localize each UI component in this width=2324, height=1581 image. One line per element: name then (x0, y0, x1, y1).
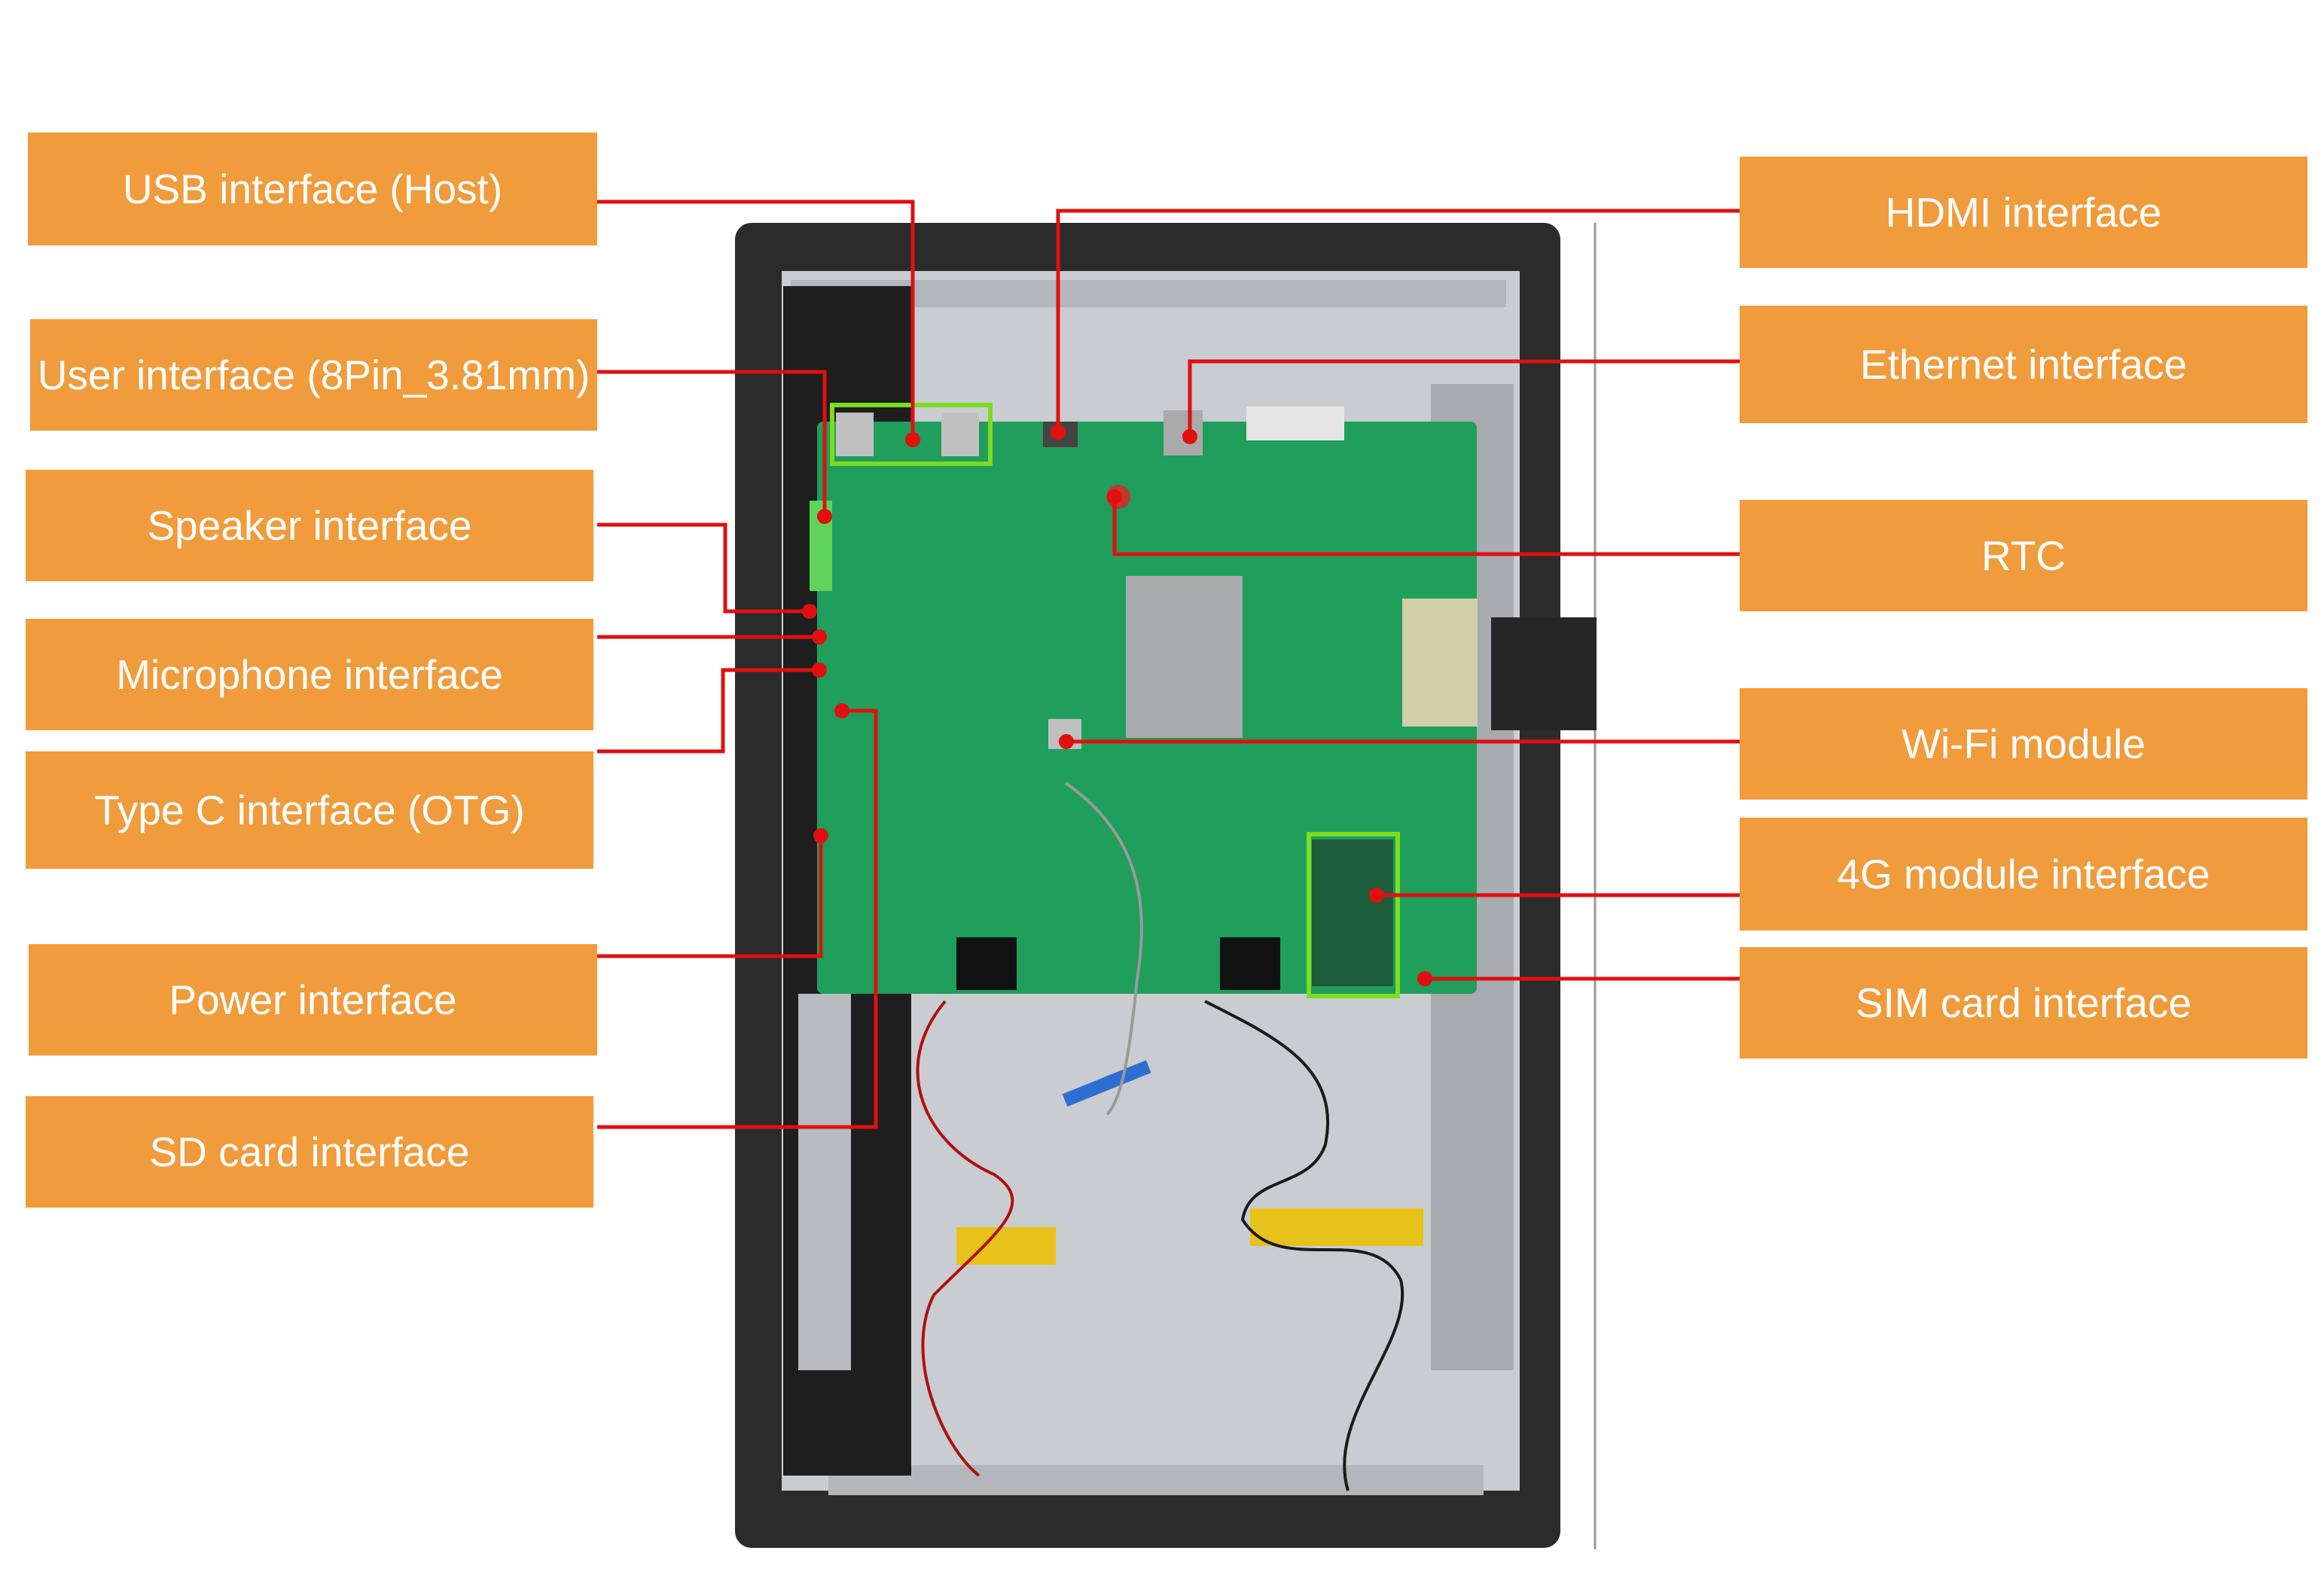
capacitor-bank-1 (956, 937, 1017, 990)
dot-sim (1417, 971, 1432, 986)
dot-wifi (1059, 734, 1074, 749)
leader-rtc (1112, 497, 1740, 556)
leader-lines-right (1056, 209, 1740, 981)
leader-sd (597, 708, 878, 1129)
mini-pcie-slot (1402, 599, 1478, 727)
leader-user-interface (597, 370, 827, 516)
dot-rtc (1107, 489, 1122, 504)
leader-type-c (597, 668, 819, 754)
label-power: Power interface (29, 944, 597, 1056)
antenna (1062, 1060, 1151, 1107)
lvds-connector (1246, 407, 1344, 440)
leader-ethernet (1188, 359, 1740, 437)
usb-port-2 (941, 413, 979, 456)
usb-port-1 (836, 413, 874, 456)
ribbon-cable (1491, 617, 1597, 730)
leader-dots-right (1051, 425, 1432, 986)
label-sim-card: SIM card interface (1740, 947, 2307, 1059)
label-speaker: Speaker interface (26, 470, 593, 581)
dot-sd (834, 703, 849, 718)
dot-type-c (812, 663, 827, 678)
label-hdmi: HDMI interface (1740, 157, 2307, 268)
label-ethernet: Ethernet interface (1740, 306, 2307, 423)
label-4g-module: 4G module interface (1740, 818, 2307, 931)
mic-wire (1204, 1000, 1404, 1491)
label-microphone: Microphone interface (26, 619, 593, 730)
dot-4g (1369, 888, 1384, 903)
dot-usb (905, 432, 920, 447)
soc-shield (1126, 576, 1243, 738)
tape-right (1250, 1208, 1423, 1246)
leader-hdmi (1056, 209, 1740, 432)
leader-lines-left (597, 200, 915, 1129)
label-user-interface: User interface (8Pin_3.81mm) (30, 319, 597, 431)
ethernet-port (1164, 410, 1203, 455)
label-sd-card: SD card interface (26, 1096, 593, 1208)
capacitor-bank-2 (1220, 937, 1280, 990)
dot-hdmi (1051, 425, 1066, 440)
dot-ethernet (1182, 429, 1197, 444)
dot-speaker (802, 604, 817, 619)
left-rail (798, 994, 851, 1370)
leader-speaker (597, 522, 810, 614)
label-rtc: RTC (1740, 500, 2307, 611)
leader-dots-left (802, 432, 920, 843)
speaker-wire (916, 1000, 1014, 1477)
dot-microphone (812, 629, 827, 644)
dot-power (813, 828, 828, 843)
label-wifi: Wi-Fi module (1740, 688, 2307, 800)
leader-power (597, 836, 823, 958)
dot-user-interface (817, 509, 832, 524)
label-usb-host: USB interface (Host) (28, 133, 597, 245)
module-4g-highlight (1307, 832, 1400, 998)
antenna-cable (1064, 781, 1143, 1116)
leader-usb (597, 200, 915, 440)
bottom-rail (828, 1465, 1484, 1495)
label-type-c: Type C interface (OTG) (26, 751, 593, 869)
slot-4g (1312, 839, 1393, 986)
